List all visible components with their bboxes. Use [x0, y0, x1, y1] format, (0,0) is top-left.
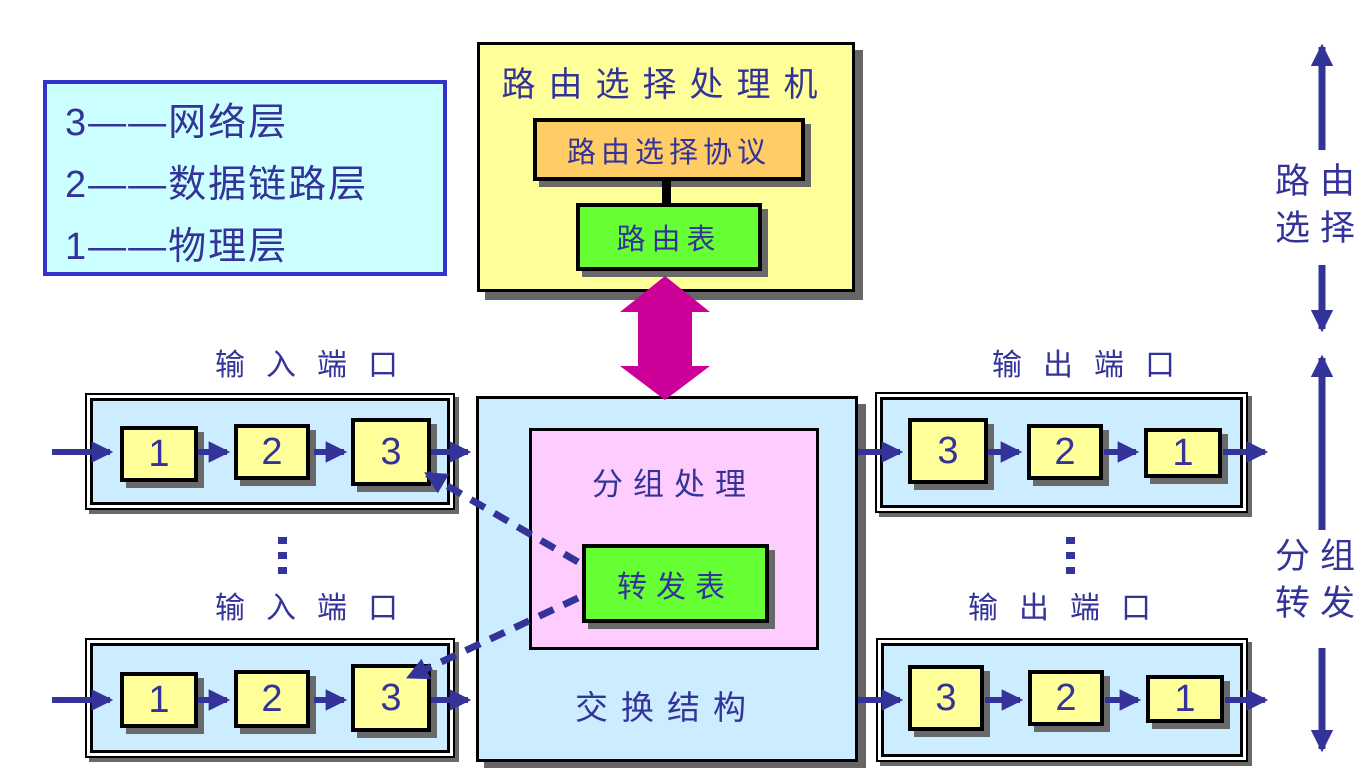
packet-forwarding-annotation: 分组 转发 [1240, 533, 1372, 627]
layer-box: 3 [908, 665, 984, 731]
legend-line-network: 3——网络层 [65, 102, 289, 144]
routing-protocol-box: 路由选择协议 [533, 118, 805, 181]
routing-selection-annotation: 路由 选择 [1240, 158, 1372, 252]
layer-box: 3 [908, 418, 988, 484]
routing-selection-line2: 选择 [1274, 209, 1365, 248]
vertical-ellipsis-icon [1066, 537, 1075, 574]
layer-box: 1 [1146, 675, 1224, 723]
output-port-label-top: 输出端口 [992, 349, 1196, 382]
routing-processor-box: 路由选择处理机 路由选择协议 路由表 [477, 42, 855, 292]
layer-box: 2 [1028, 670, 1104, 726]
layer-box: 1 [120, 426, 198, 482]
input-port-label-bottom: 输入端口 [215, 592, 419, 625]
layer-legend-box: 3——网络层 2——数据链路层 1——物理层 [43, 80, 447, 276]
packet-processing-box: 分组处理 转发表 [529, 428, 819, 650]
processor-fabric-double-arrow [620, 276, 710, 400]
output-port-label-bottom: 输出端口 [968, 592, 1172, 625]
layer-box: 3 [351, 664, 431, 732]
routing-processor-title: 路由选择处理机 [501, 66, 831, 104]
layer-box: 2 [234, 670, 310, 728]
forwarding-table-box: 转发表 [582, 544, 769, 623]
layer-box: 1 [1144, 428, 1222, 478]
layer-box: 2 [1027, 424, 1103, 480]
routing-table-box: 路由表 [576, 203, 762, 271]
packet-forwarding-line1: 分组 [1274, 537, 1365, 576]
layer-box: 1 [120, 672, 198, 728]
routing-selection-line1: 路由 [1274, 162, 1365, 201]
packet-processing-label: 分组处理 [592, 467, 756, 502]
legend-line-physical: 1——物理层 [65, 226, 289, 268]
legend-line-datalink: 2——数据链路层 [65, 164, 369, 206]
input-port-label-top: 输入端口 [215, 349, 419, 382]
switching-fabric-label: 交换结构 [575, 689, 759, 726]
layer-box: 3 [351, 418, 431, 486]
protocol-table-connector [662, 179, 671, 207]
layer-box: 2 [234, 424, 310, 480]
vertical-ellipsis-icon [278, 537, 287, 574]
packet-forwarding-line2: 转发 [1274, 584, 1365, 623]
switching-fabric-box: 分组处理 转发表 交换结构 [476, 396, 858, 762]
